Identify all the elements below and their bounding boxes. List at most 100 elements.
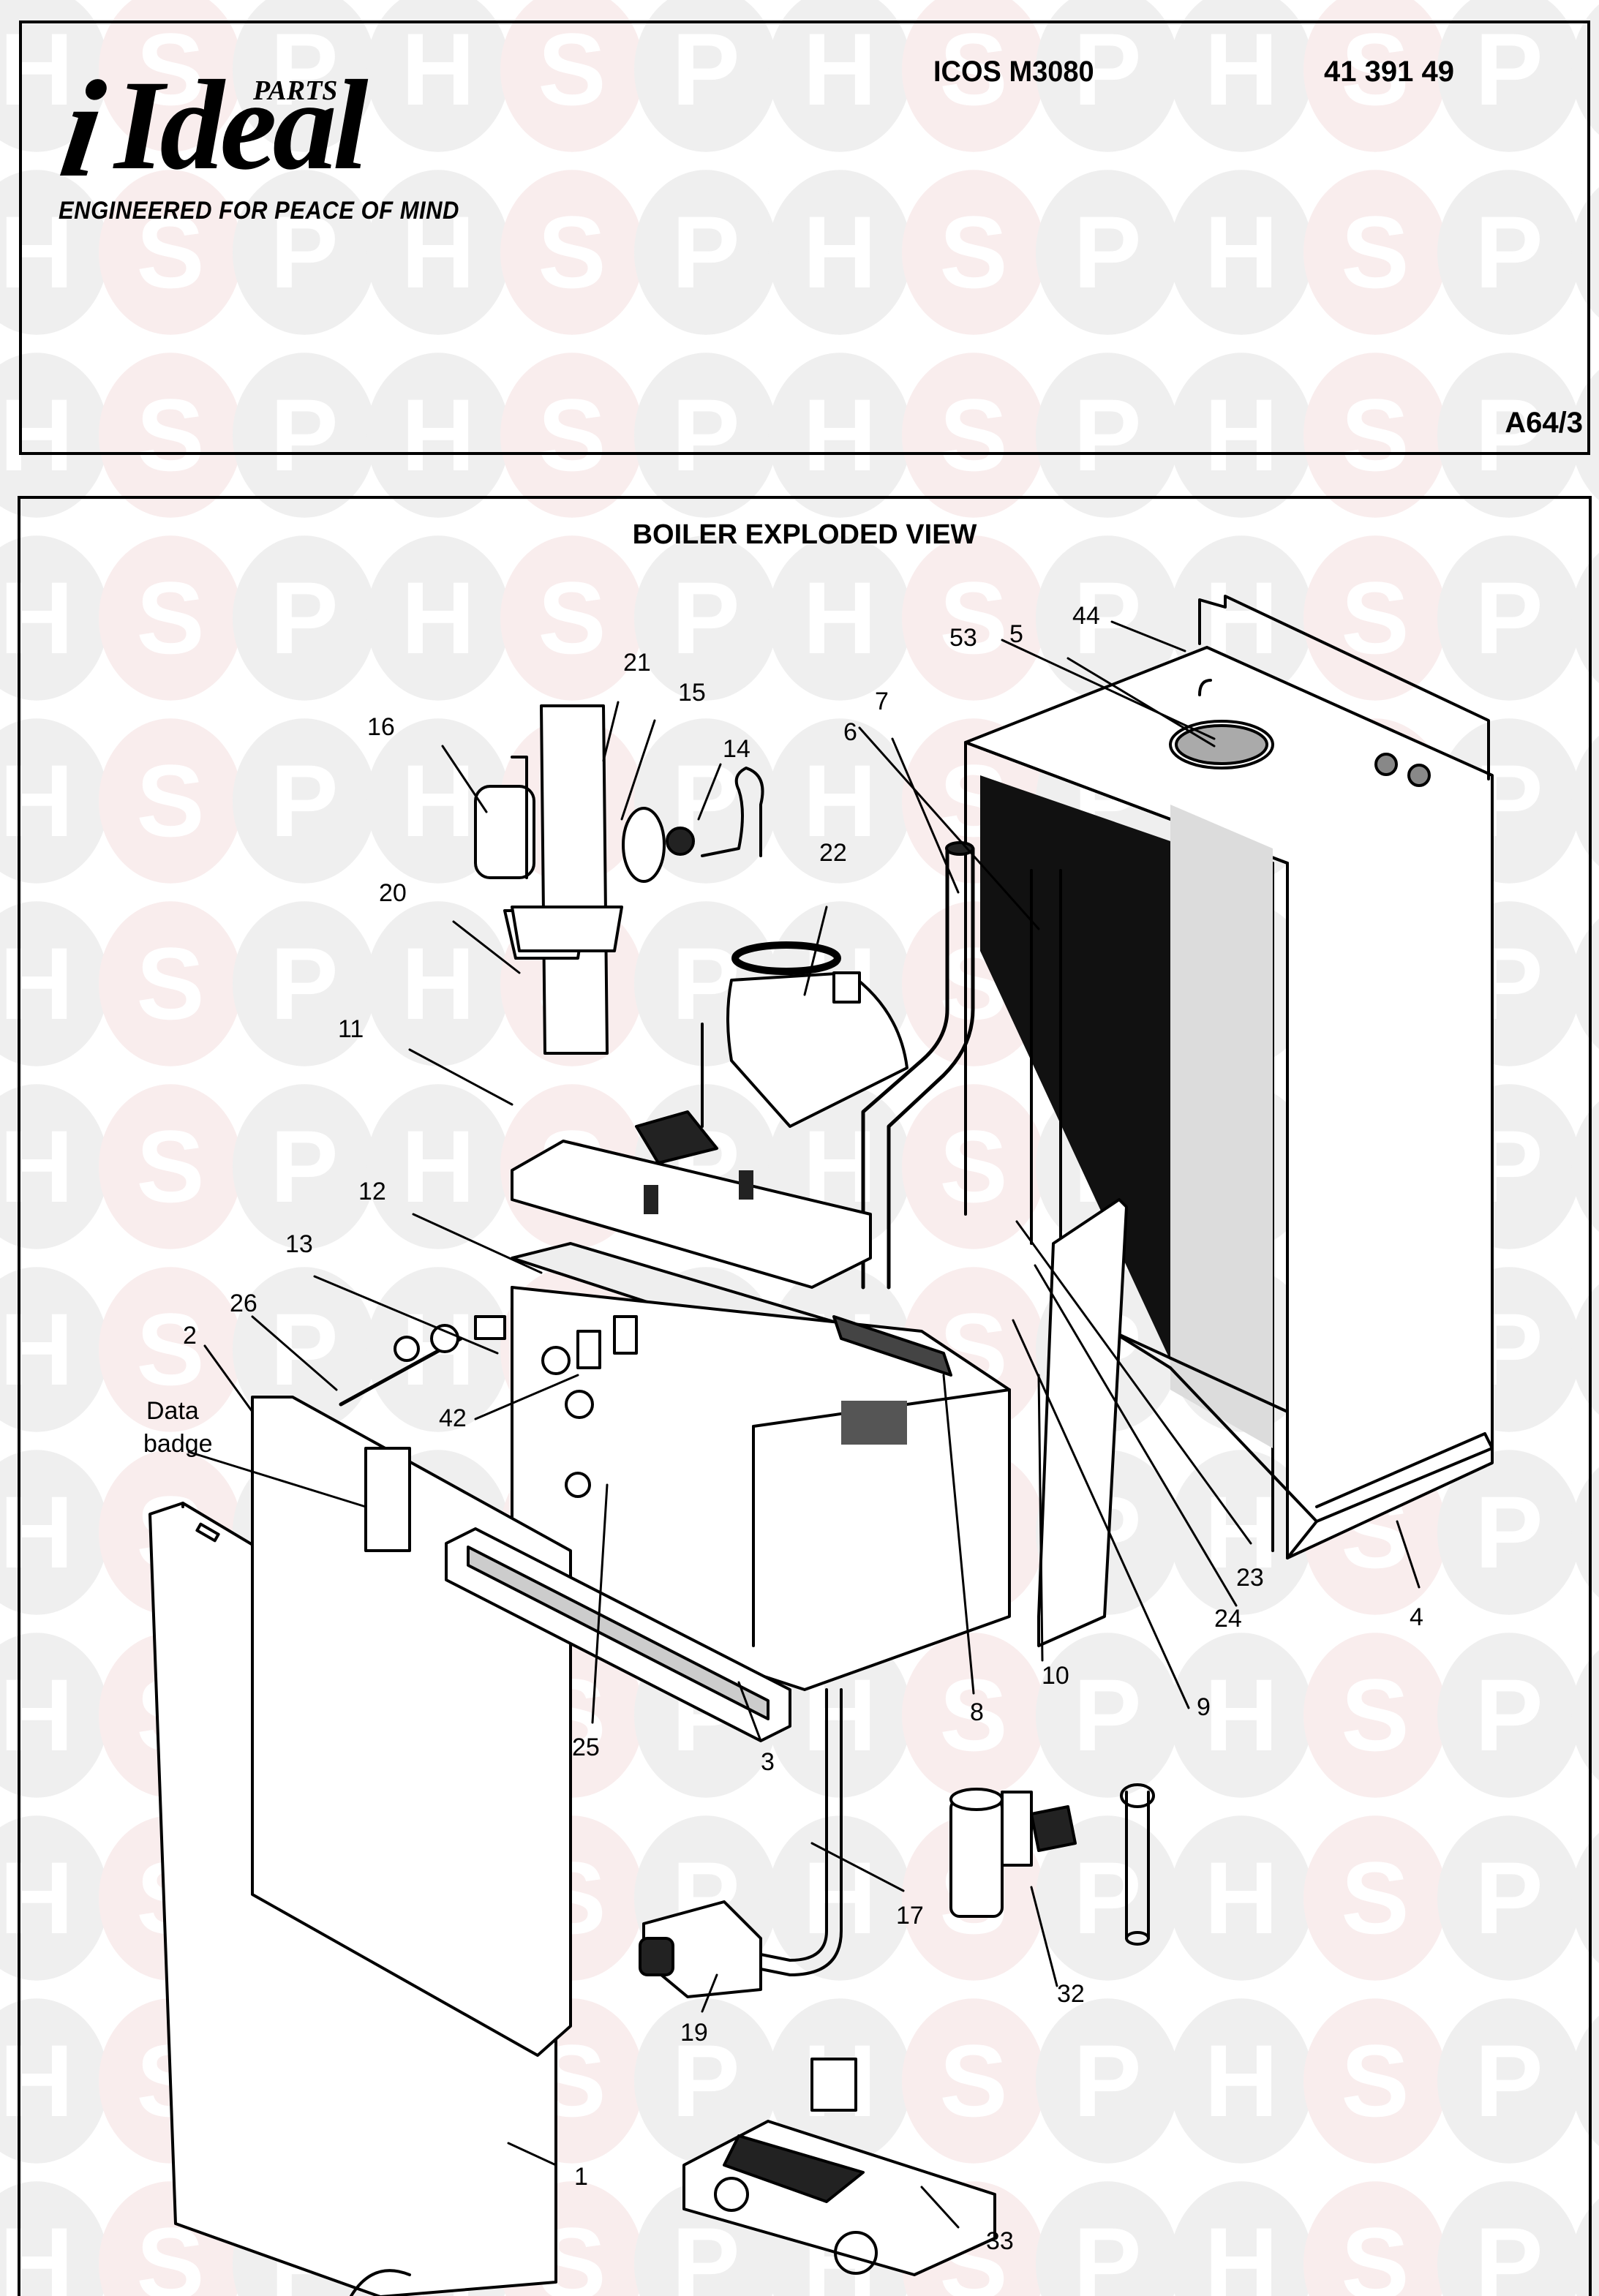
flow-pipes — [861, 841, 1062, 1290]
svg-text:P: P — [671, 12, 740, 127]
svg-text:H: H — [0, 195, 74, 309]
svg-text:H: H — [802, 560, 876, 675]
watermark-badge-h: H — [366, 353, 510, 518]
svg-text:S: S — [939, 195, 1007, 309]
svg-text:S: S — [1341, 12, 1409, 127]
control-box — [682, 2058, 996, 2276]
svg-text:H: H — [0, 2023, 74, 2138]
watermark-badge-p: P — [634, 353, 778, 518]
svg-text:S: S — [136, 1292, 204, 1407]
electrode-assembly — [339, 1315, 638, 1498]
callout-20: 20 — [379, 879, 407, 907]
svg-text:P: P — [270, 743, 338, 858]
watermark-badge-h: H — [1571, 4, 1599, 135]
watermark-badge-h: H — [1170, 353, 1313, 518]
callout-22: 22 — [819, 839, 847, 867]
svg-text:S: S — [538, 195, 606, 309]
watermark-badge-h: H — [1571, 187, 1599, 318]
watermark-badge-p: P — [1437, 1633, 1581, 1798]
watermark-badge-s: S — [902, 1084, 1045, 1249]
watermark-badge-p: P — [1036, 0, 1179, 152]
watermark-badge-s: S — [1303, 353, 1447, 518]
svg-text:H: H — [802, 743, 876, 858]
data-badge-label-line1: Data — [146, 1397, 199, 1425]
callout-13: 13 — [285, 1230, 313, 1258]
ideal-parts-logo: i Ideal PARTS — [52, 53, 473, 206]
callout-24: 24 — [1214, 1605, 1242, 1633]
svg-text:H: H — [1204, 1840, 1278, 1955]
callout-25: 25 — [572, 1734, 600, 1761]
svg-text:H: H — [802, 377, 876, 492]
watermark-badge-p: P — [233, 170, 376, 335]
svg-text:H: H — [0, 1292, 74, 1407]
watermark-badge-h: H — [1571, 735, 1599, 867]
svg-text:P: P — [1073, 2206, 1141, 2296]
watermark-badge-h: H — [1170, 1998, 1313, 2164]
watermark-badge-h: H — [1170, 170, 1313, 335]
watermark-badge-h: H — [366, 901, 510, 1066]
svg-text:P: P — [1073, 560, 1141, 675]
watermark-badge-s: S — [99, 1267, 242, 1432]
watermark-badge-p: P — [634, 535, 778, 701]
svg-text:H: H — [0, 2206, 74, 2296]
svg-text:P: P — [671, 2023, 740, 2138]
sight-glass-plate — [445, 1527, 791, 1742]
svg-text:P: P — [671, 195, 740, 309]
svg-text:H: H — [0, 1109, 74, 1224]
svg-text:S: S — [939, 377, 1007, 492]
watermark-badge-s: S — [1303, 170, 1447, 335]
watermark-badge-p: P — [233, 0, 376, 152]
svg-text:P: P — [1073, 1840, 1141, 1955]
watermark-badge-h: H — [1571, 552, 1599, 684]
watermark-badge-s: S — [902, 170, 1045, 335]
svg-text:P: P — [1475, 377, 1543, 492]
watermark-badge-s: S — [99, 1084, 242, 1249]
watermark-badge-h: H — [1170, 0, 1313, 152]
watermark-badge-h: H — [1571, 2198, 1599, 2296]
watermark-badge-h: H — [768, 718, 911, 884]
watermark-badge-h: H — [768, 353, 911, 518]
svg-text:H: H — [0, 926, 74, 1041]
svg-text:S: S — [1341, 377, 1409, 492]
callout-12: 12 — [358, 1178, 386, 1205]
watermark-badge-p: P — [233, 1084, 376, 1249]
watermark-badge-h: H — [0, 1267, 108, 1432]
callout-33: 33 — [986, 2227, 1014, 2255]
svg-text:S: S — [939, 1657, 1007, 1772]
watermark-badge-h: H — [366, 1084, 510, 1249]
watermark-badge-h: H — [1571, 1101, 1599, 1232]
svg-text:H: H — [401, 195, 475, 309]
watermark-badge-h: H — [768, 535, 911, 701]
watermark-badge-h: H — [768, 0, 911, 152]
callout-19: 19 — [680, 2019, 708, 2047]
svg-text:H: H — [0, 743, 74, 858]
svg-text:P: P — [1475, 1840, 1543, 1955]
watermark-badge-p: P — [1437, 170, 1581, 335]
watermark-badge-s: S — [902, 1998, 1045, 2164]
svg-text:P: P — [671, 560, 740, 675]
svg-text:P: P — [1475, 560, 1543, 675]
data-badge-label-line2: badge — [143, 1430, 213, 1458]
callout-26: 26 — [230, 1290, 257, 1317]
svg-text:S: S — [136, 377, 204, 492]
callout-5: 5 — [1009, 620, 1023, 648]
svg-text:H: H — [401, 560, 475, 675]
watermark-badge-s: S — [1303, 0, 1447, 152]
watermark-badge-s: S — [99, 718, 242, 884]
watermark-badge-s: S — [500, 0, 644, 152]
svg-text:P: P — [270, 377, 338, 492]
svg-text:S: S — [538, 12, 606, 127]
svg-text:P: P — [1475, 195, 1543, 309]
watermark-badge-s: S — [902, 1633, 1045, 1798]
svg-text:S: S — [1341, 2023, 1409, 2138]
logo-parts-text: PARTS — [253, 75, 338, 106]
svg-text:H: H — [802, 12, 876, 127]
watermark-badge-p: P — [233, 718, 376, 884]
svg-text:P: P — [270, 195, 338, 309]
svg-text:S: S — [1341, 2206, 1409, 2296]
callout-53: 53 — [949, 624, 977, 652]
svg-text:S: S — [538, 560, 606, 675]
svg-text:P: P — [1073, 12, 1141, 127]
watermark-badge-h: H — [1170, 1815, 1313, 1981]
callout-3: 3 — [761, 1748, 775, 1776]
